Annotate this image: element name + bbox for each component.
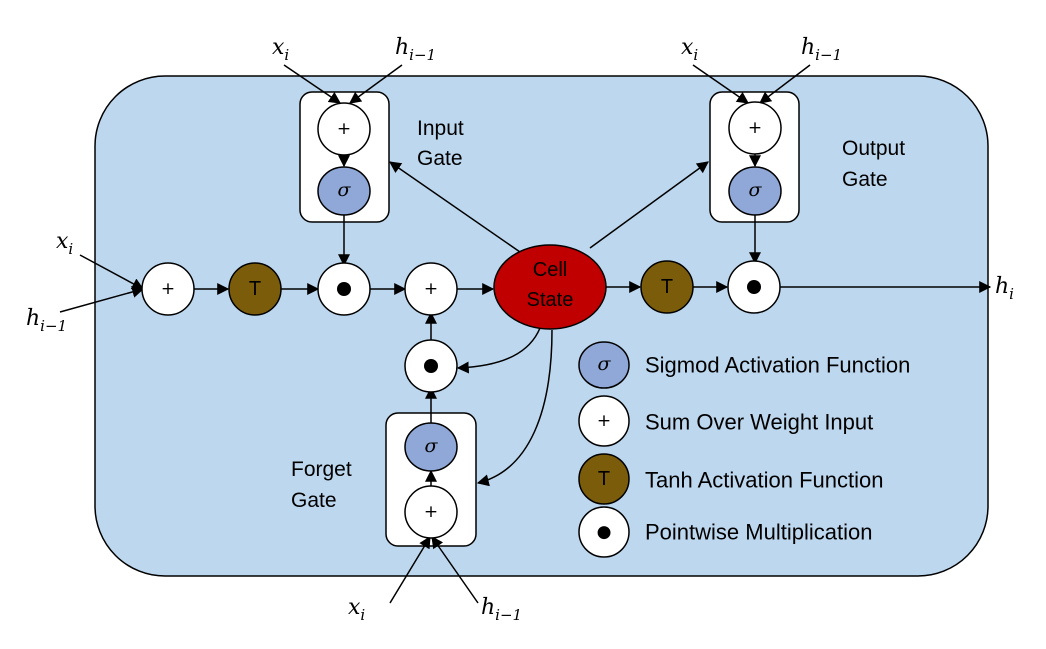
legend-tanh-text: Tanh Activation Function xyxy=(645,468,883,493)
legend-item-tanh: T Tanh Activation Function xyxy=(578,453,883,505)
sum-symbol: + xyxy=(161,279,175,299)
sum-symbol: + xyxy=(424,279,438,299)
forget-gate-sigmoid-node: σ xyxy=(404,422,458,472)
left-h-label: hi−1 xyxy=(26,306,67,335)
sum-symbol: + xyxy=(424,502,438,522)
legend-item-sum: + Sum Over Weight Input xyxy=(578,395,873,447)
forget-gate-sum-node: + xyxy=(404,485,458,539)
output-gate-sigmoid-node: σ xyxy=(728,166,782,216)
sigmoid-icon xyxy=(578,341,630,389)
output-tanh-node: T xyxy=(640,260,694,314)
output-gate-x-label: xi xyxy=(681,35,698,64)
product-dot xyxy=(747,280,761,294)
output-gate-h-label: hi−1 xyxy=(801,35,842,64)
sigmoid-symbol: σ xyxy=(338,179,352,201)
forget-product-node xyxy=(404,339,458,393)
sum-icon xyxy=(578,395,630,447)
svg-text:hi: hi xyxy=(995,274,1014,303)
output-gate-label-line1: Output xyxy=(842,137,905,160)
svg-text:xi: xi xyxy=(272,35,289,64)
sum-symbol: + xyxy=(337,119,351,139)
forget-gate-x-label: xi xyxy=(348,595,365,624)
sigmoid-symbol: σ xyxy=(425,435,439,457)
legend-sum-symbol: + xyxy=(597,411,611,431)
legend-product-text: Pointwise Multiplication xyxy=(645,520,872,545)
svg-text:hi−1: hi−1 xyxy=(26,306,67,335)
cell-sum-node: + xyxy=(404,262,458,316)
product-dot xyxy=(424,359,438,373)
output-product-node xyxy=(727,260,781,314)
legend-sum-text: Sum Over Weight Input xyxy=(645,410,873,435)
legend-item-sigmoid: σ Sigmod Activation Function xyxy=(578,341,910,389)
cell-state-node: Cell State xyxy=(493,244,607,330)
forget-gate-h-label: hi−1 xyxy=(481,595,522,624)
input-tanh-node: T xyxy=(228,262,282,316)
cell-state-label-line2: State xyxy=(527,289,574,311)
input-gate-label-line2: Gate xyxy=(417,147,463,170)
product-dot xyxy=(337,282,351,296)
legend-sigmoid-text: Sigmod Activation Function xyxy=(645,353,910,378)
output-gate-sum-node: + xyxy=(728,101,782,155)
input-gate-sum-node: + xyxy=(317,102,371,156)
legend: σ Sigmod Activation Function + Sum Over … xyxy=(578,341,910,558)
svg-text:hi−1: hi−1 xyxy=(481,595,522,624)
svg-text:xi: xi xyxy=(348,595,365,624)
input-gate-sigmoid-node: σ xyxy=(317,166,371,216)
forget-gate-label-line1: Forget xyxy=(291,458,352,481)
legend-product-symbol: ● xyxy=(597,522,612,542)
legend-tanh-symbol: T xyxy=(598,468,610,490)
sum-symbol: + xyxy=(748,118,762,138)
input-gate-x-label: xi xyxy=(272,35,289,64)
forget-gate-label-line2: Gate xyxy=(291,489,337,512)
tanh-symbol: T xyxy=(249,278,261,300)
legend-item-product: ● Pointwise Multiplication xyxy=(578,506,872,558)
legend-sigmoid-symbol: σ xyxy=(598,353,612,375)
output-h-label: hi xyxy=(995,274,1014,303)
svg-text:xi: xi xyxy=(56,229,73,258)
input-gate-label-line1: Input xyxy=(417,117,464,140)
svg-text:hi−1: hi−1 xyxy=(801,35,842,64)
tanh-symbol: T xyxy=(661,276,673,298)
product-icon xyxy=(578,506,630,558)
tanh-icon xyxy=(578,453,630,505)
svg-text:hi−1: hi−1 xyxy=(395,35,436,64)
cell-state-label-line1: Cell xyxy=(533,259,567,281)
svg-text:xi: xi xyxy=(681,35,698,64)
left-x-label: xi xyxy=(56,229,73,258)
input-product-node xyxy=(317,262,371,316)
output-gate-label-line2: Gate xyxy=(842,168,888,191)
edges xyxy=(59,64,992,604)
input-sum-node: + xyxy=(141,262,195,316)
input-gate-h-label: hi−1 xyxy=(395,35,436,64)
sigmoid-symbol: σ xyxy=(749,179,763,201)
